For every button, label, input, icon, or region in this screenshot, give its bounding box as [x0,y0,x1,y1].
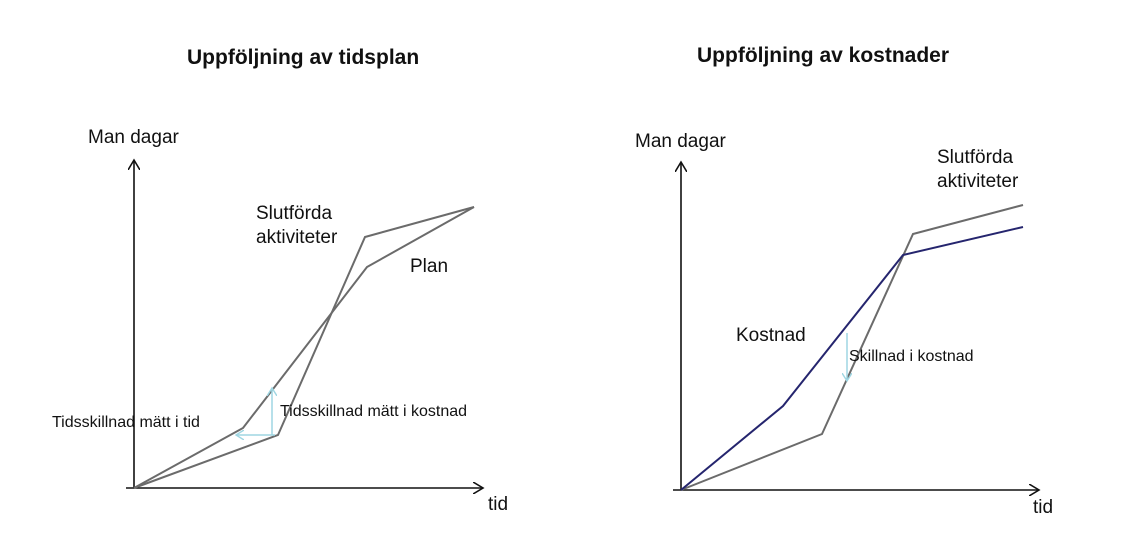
chart-title: Uppföljning av tidsplan [187,46,420,69]
chart-title: Uppföljning av kostnader [697,44,950,67]
plan-curve [133,206,475,489]
completed-activities-curve [680,204,1024,491]
y-axis-label: Man dagar [88,127,179,148]
time-diff-time-label: Tidsskillnad mätt i tid [52,414,200,431]
cost-diagram [673,0,1132,542]
schedule-diagram [126,0,566,542]
schedule-tracking-panel: Uppföljning av tidsplan Man dagar tid Sl… [52,0,566,542]
y-axis-label: Man dagar [635,131,726,152]
completed-activities-label: Slutförda aktiviteter [256,203,338,248]
time-diff-cost-label: Tidsskillnad mätt i kostnad [280,403,468,420]
cost-tracking-panel: Uppföljning av kostnader Man dagar tid S… [566,0,1132,542]
cost-diff-label: Skillnad i kostnad [849,348,974,365]
plan-label: Plan [410,256,449,277]
cost-curve [680,226,1024,491]
cost-label: Kostnad [736,325,806,346]
completed-activities-curve [133,206,475,489]
completed-activities-label: Slutförda aktiviteter [937,147,1019,192]
x-axis-label: tid [1033,497,1054,518]
x-axis-label: tid [488,494,509,515]
